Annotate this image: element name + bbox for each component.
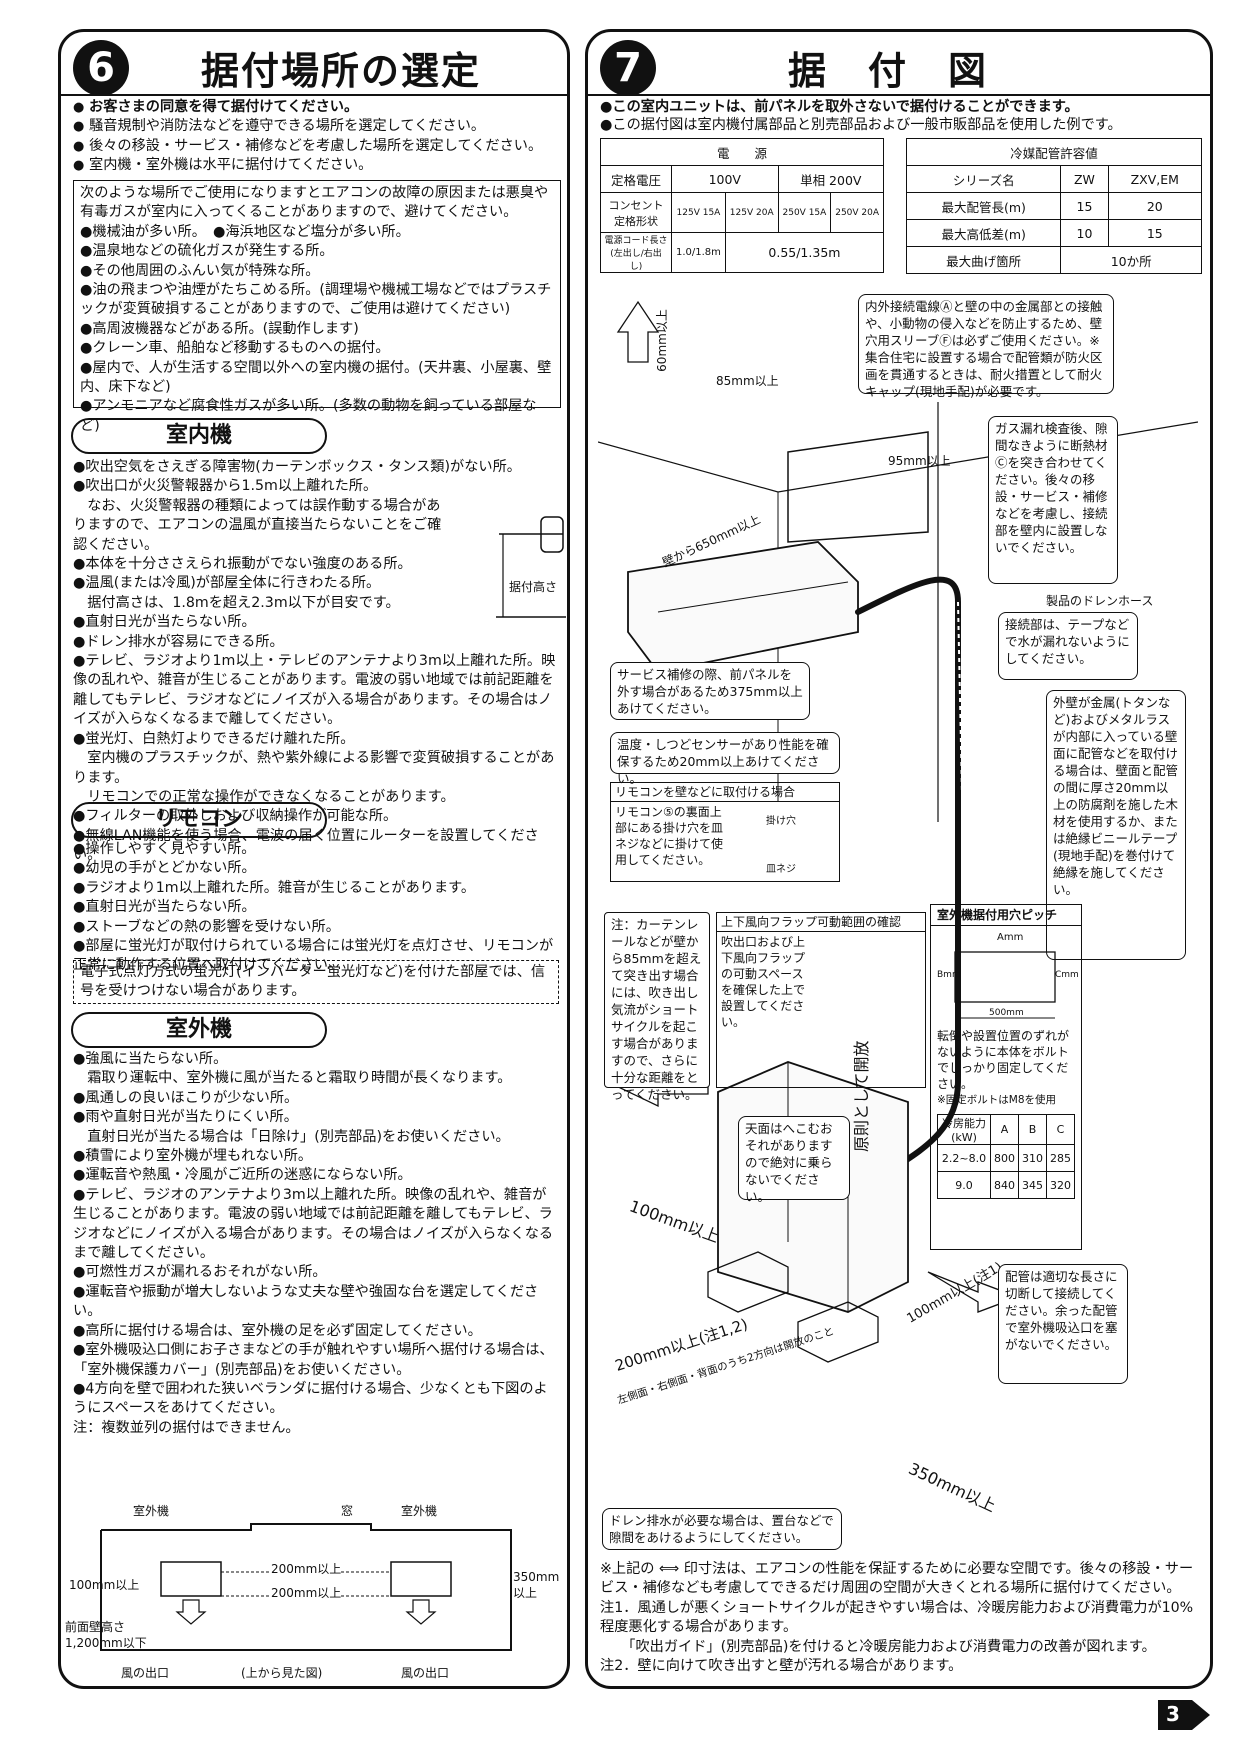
pitch-box: 室外機据付用穴ピッチ Amm Bmm Cmm 500mm 転倒や設置位置のずれが…: [930, 904, 1082, 1250]
avoid-item: ●温泉地などの硫化ガスが発生する所。: [80, 243, 334, 260]
roof-note: 天面はへこむおそれがありますので絶対に乗らないでください。: [738, 1116, 850, 1204]
top-bullets: お客さまの同意を得て据付けてください。 騒音規制や消防法などを遵守できる場所を選…: [73, 98, 563, 176]
avoid-item: ●その他周囲のふんい気が特殊な所。: [80, 262, 320, 279]
callout-gas: ガス漏れ検査後、隙間なきように断熱材Ⓒを突き合わせてください。後々の移設・サービ…: [988, 416, 1118, 584]
veranda-gap-bottom: 200mm以上: [271, 1584, 342, 1601]
avoid-item: ●高周波機器などがある所。(誤動作します): [80, 320, 359, 337]
veranda-window: 窓: [341, 1504, 354, 1518]
drain-hose-label: 製品のドレンホース: [1046, 594, 1154, 608]
avoid-item: ●屋内で、人が生活する空間以外への室内機の据付。(天井裏、小屋裏、壁内、床下など…: [80, 359, 552, 396]
footnotes: ※上記の ⟺ 印寸法は、エアコンの性能を保証するために必要な空間です。後々の移設…: [600, 1561, 1194, 1675]
clear-top: 60mm以上: [654, 309, 669, 372]
intro: ●この据付図は室内機付属部品と別売部品および一般市販部品を使用した例です。: [600, 117, 1122, 133]
callout-metal: 外壁が金属(トタンなど)およびメタルラスが内部に入っている壁面に配管などを取付け…: [1046, 690, 1186, 960]
veranda-unit-1: 室外機: [133, 1504, 170, 1518]
veranda-view: (上から見た図): [241, 1666, 323, 1680]
veranda-air-out-2: 風の出口: [401, 1666, 450, 1680]
remote-note: 電子式点灯方式の蛍光灯(インバーター蛍光灯など)を付けた部屋では、信号を受けつけ…: [73, 960, 559, 1004]
veranda-left-clear: 100mm以上: [69, 1578, 140, 1592]
section-title: 据 付 図: [788, 49, 989, 93]
install-height-diagram: [496, 516, 566, 618]
veranda-front-wall-h: 1,200mm以下: [65, 1636, 147, 1650]
avoid-box: 次のような場所でご使用になりますとエアコンの故障の原因または悪臭や有毒ガスが室内…: [73, 180, 561, 434]
veranda-gap-top: 200mm以上: [271, 1560, 342, 1577]
clear-350: 350mm以上: [905, 1458, 999, 1516]
screw-label: 皿ネジ: [766, 864, 796, 875]
drain-note: ドレン排水が必要な場合は、置台などで隙間をあけるようにしてください。: [602, 1508, 842, 1550]
open-note: 原則として開放: [852, 1040, 871, 1152]
intro-bold: ●この室内ユニットは、前パネルを取外さないで据付けることができます。: [600, 99, 1079, 115]
install-height-label: 据付高さ: [509, 580, 558, 594]
veranda-unit-2: 室外機: [401, 1504, 438, 1518]
section-number: 7: [600, 40, 656, 96]
page-number: 3: [1158, 1700, 1210, 1730]
callout-service: サービス補修の際、前パネルを外す場合があるため375mm以上あけてください。: [610, 662, 810, 720]
veranda-air-out-1: 風の出口: [121, 1666, 170, 1680]
curtain-note: 注：カーテンレールなどが壁から85mmを超えて突き出す場合には、吹き出し気流がシ…: [604, 912, 710, 1102]
veranda-front-wall: 前面壁高さ: [65, 1620, 126, 1634]
indoor-heading: 室内機: [71, 418, 327, 454]
clear-95: 95mm以上: [888, 454, 951, 468]
clear-85: 85mm以上: [716, 374, 779, 388]
avoid-item: ●クレーン車、船舶など移動するものへの据付。: [80, 340, 390, 357]
veranda-right-clear: 350mm以上: [513, 1570, 560, 1600]
outdoor-list: ●強風に当たらない所。 霜取り運転中、室外機に風が当たると霜取り時間が長くなりま…: [73, 1051, 554, 1436]
remote-list: ●操作しやすく見やすい所。 ●幼児の手がとどかない所。 ●ラジオより1m以上離れ…: [73, 841, 554, 974]
avoid-item: ●機械油が多い所。 ●海浜地区など塩分が多い所。: [80, 223, 410, 240]
flap-box: 上下風向フラップ可動範囲の確認 吹出口および上下風向フラップの可動スペースを確保…: [716, 912, 926, 1088]
section-number: 6: [73, 40, 129, 96]
hook-hole-label: 掛け穴: [766, 816, 796, 827]
section-7-panel: 7 据 付 図 ●この室内ユニットは、前パネルを取外さないで据付けることができま…: [585, 29, 1213, 1689]
indoor-list: ●吹出空気をさえぎる障害物(カーテンボックス・タンス類)がない所。 ●吹出口が火…: [73, 459, 556, 864]
section-6-panel: 6 据付場所の選定 お客さまの同意を得て据付けてください。 騒音規制や消防法など…: [58, 29, 570, 1689]
callout-sensor: 温度・しつどセンサーがあり性能を確保するため20mm以上あけてください。: [610, 732, 840, 786]
avoid-item: ●油の飛まつや油煙がたちこめる所。(調理場や機械工場などではプラスチックが変質破…: [80, 282, 552, 318]
remote-wall-box: リモコンを壁などに取付ける場合 リモコン⑤の裏面上部にある掛け穴を皿ネジなどに掛…: [610, 782, 840, 882]
outdoor-heading: 室外機: [71, 1012, 327, 1048]
remote-heading: リモコン: [71, 802, 327, 838]
section-title: 据付場所の選定: [201, 49, 482, 93]
avoid-intro: 次のような場所でご使用になりますとエアコンの故障の原因または悪臭や有毒ガスが室内…: [80, 185, 549, 221]
callout-wall: 内外接続電線Ⓐと壁の中の金属部との接触や、小動物の侵入などを防止するため、壁穴用…: [858, 294, 1114, 399]
pipe-note: 配管は適切な長さに切断して接続してください。余った配管で室外機吸込口を塞がないで…: [998, 1264, 1128, 1384]
callout-tape: 接続部は、テープなどで水が漏れないようにしてください。: [998, 612, 1138, 680]
